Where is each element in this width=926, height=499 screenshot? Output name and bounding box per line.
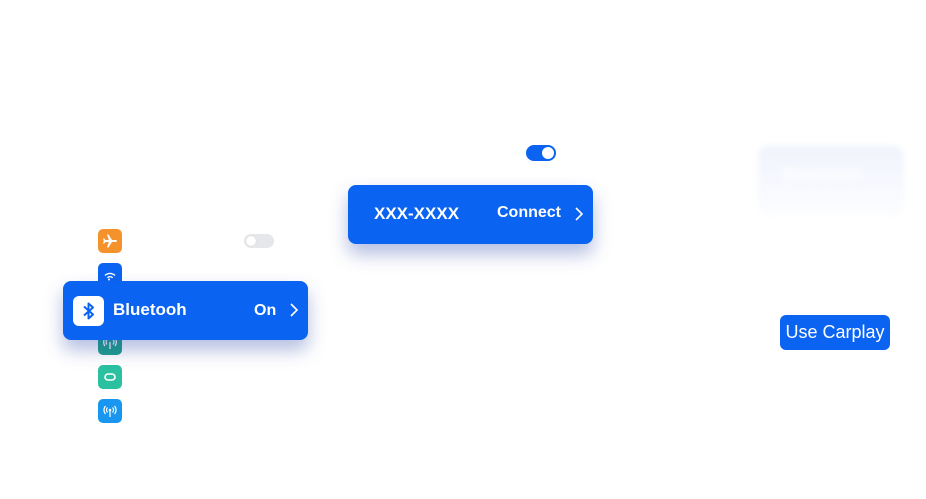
airplane-icon[interactable]	[98, 229, 122, 253]
bluetooth-label: Bluetooh	[113, 300, 187, 319]
use-carplay-button[interactable]: Use Carplay	[780, 315, 890, 350]
bluetooth-status: On	[254, 302, 277, 319]
hotspot-icon[interactable]	[98, 399, 122, 423]
chevron-right-icon	[575, 207, 584, 221]
link-icon[interactable]	[98, 365, 122, 389]
chevron-right-icon	[290, 303, 299, 317]
bluetooth-row[interactable]: Bluetooh On	[63, 281, 308, 340]
connect-label: Connect	[497, 204, 561, 221]
bluetooth-icon	[73, 296, 104, 326]
toggle-knob	[542, 147, 554, 159]
toggle-knob	[246, 236, 256, 246]
bluetooth-toggle[interactable]	[526, 145, 556, 161]
faded-card-text: Bluetooth	[783, 164, 863, 183]
device-row[interactable]: XXX-XXXX Connect	[348, 185, 593, 244]
airplane-mode-toggle[interactable]	[244, 234, 274, 248]
faded-bluetooth-card: Bluetooth	[758, 146, 904, 216]
device-name: XXX-XXXX	[374, 204, 460, 223]
